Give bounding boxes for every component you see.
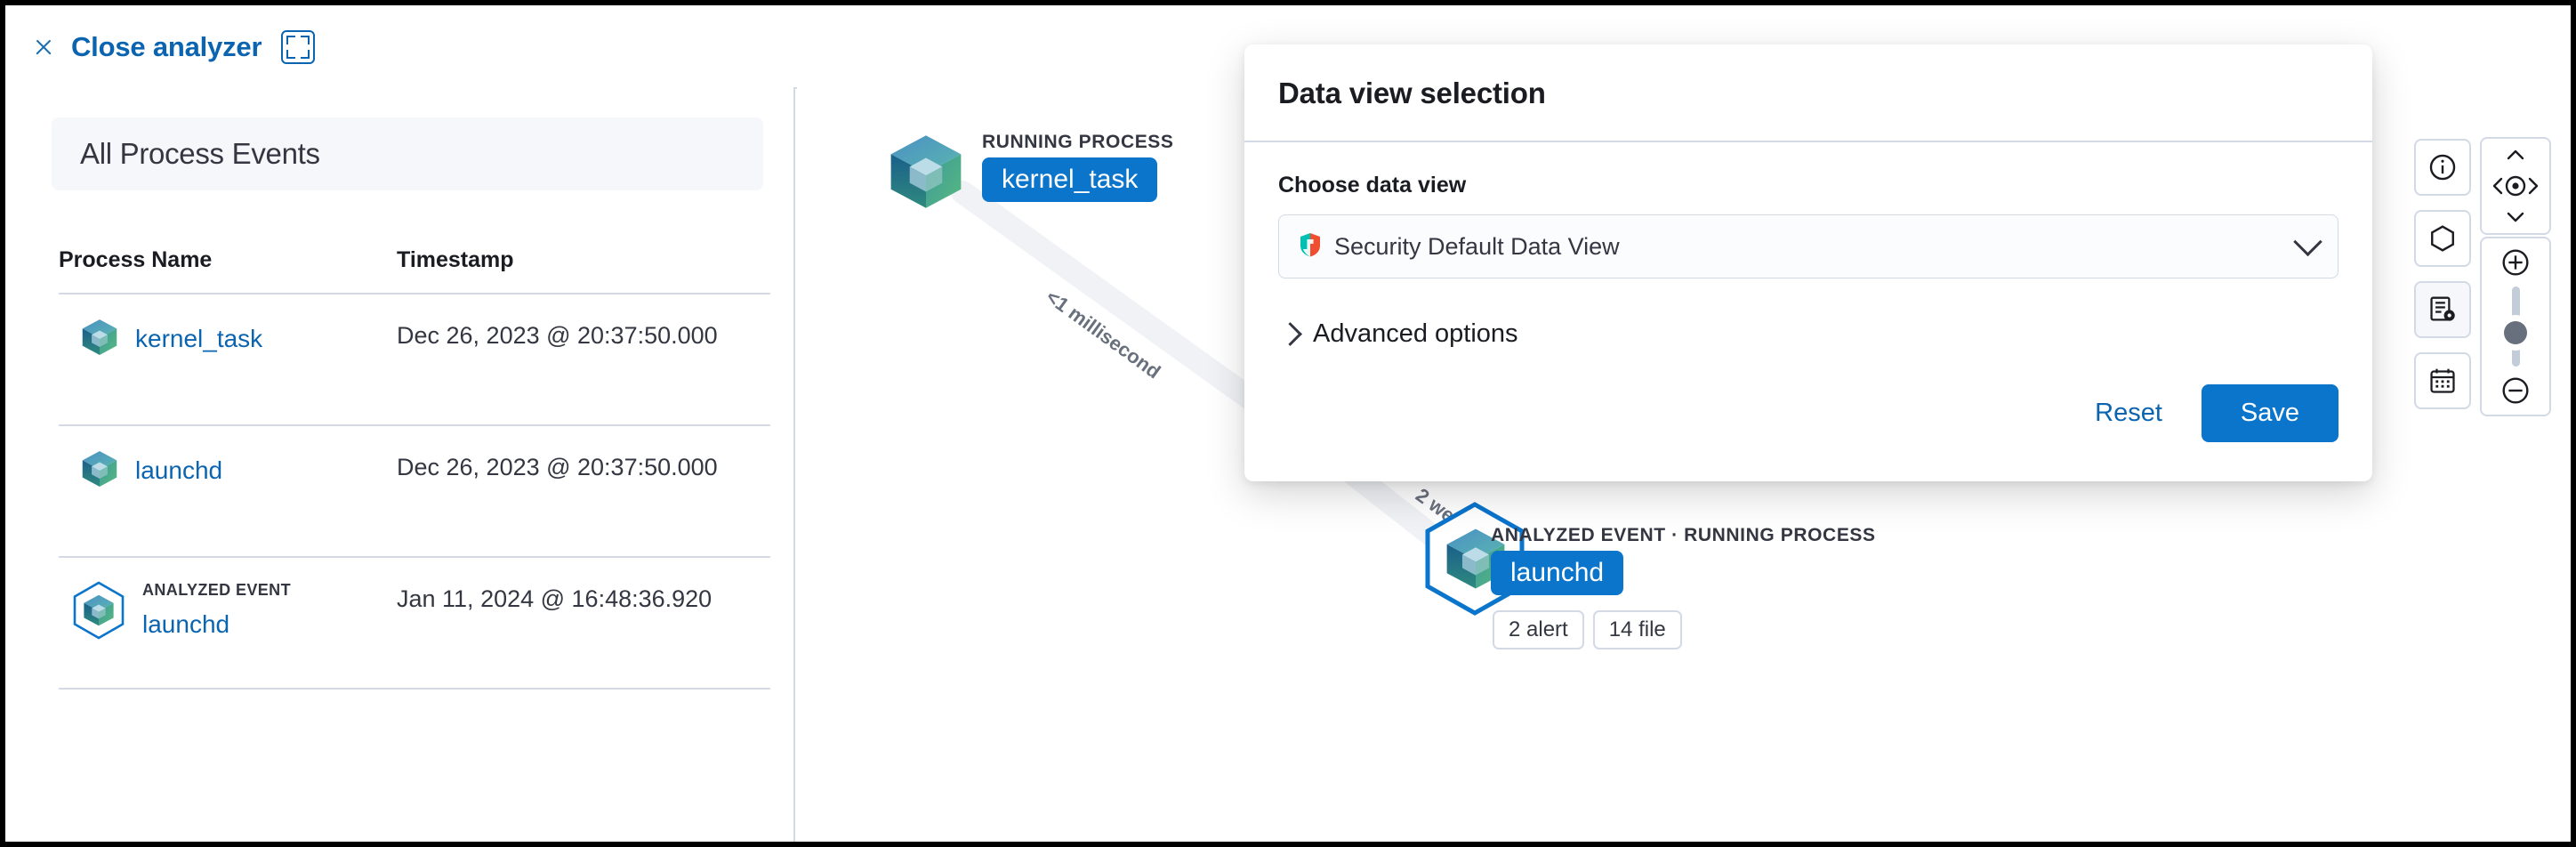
data-view-select-value: Security Default Data View — [1334, 232, 1620, 260]
modal-body: Choose data view Security Default Data V… — [1244, 142, 2372, 349]
cell-process-name: ANALYZED EVENT launchd — [59, 581, 397, 640]
hexagon-icon[interactable] — [2414, 210, 2471, 267]
schema-settings-icon[interactable] — [2414, 281, 2471, 338]
info-icon[interactable] — [2414, 139, 2471, 196]
graph-node-cube-icon[interactable] — [886, 132, 966, 216]
process-name-link[interactable]: kernel_task — [135, 325, 263, 352]
graph-node-pill[interactable]: launchd — [1491, 551, 1624, 595]
reset-button[interactable]: Reset — [2079, 390, 2178, 437]
table-row[interactable]: kernel_task Dec 26, 2023 @ 20:37:50.000 — [59, 294, 770, 426]
close-icon[interactable] — [32, 36, 55, 59]
modal-header: Data view selection — [1244, 44, 2372, 142]
cell-timestamp: Jan 11, 2024 @ 16:48:36.920 — [397, 585, 712, 612]
advanced-options-label: Advanced options — [1313, 319, 1518, 348]
graph-tool-buttons — [2414, 139, 2471, 409]
cell-timestamp: Dec 26, 2023 @ 20:37:50.000 — [397, 322, 718, 349]
data-view-selection-modal: Data view selection Choose data view Sec… — [1244, 44, 2372, 481]
zoom-out-icon[interactable] — [2500, 375, 2531, 406]
calendar-icon[interactable] — [2414, 352, 2471, 409]
data-view-select[interactable]: Security Default Data View — [1278, 214, 2339, 278]
close-analyzer-button[interactable]: Close analyzer — [71, 31, 262, 62]
chevron-right-icon — [2528, 177, 2539, 195]
chevron-left-icon — [2492, 177, 2503, 195]
graph-node-label-group: RUNNING PROCESS kernel_task — [982, 132, 1174, 202]
cell-process-name: kernel_task — [59, 318, 397, 357]
graph-node-pill[interactable]: kernel_task — [982, 157, 1158, 202]
process-name-link[interactable]: launchd — [142, 610, 230, 638]
chevron-up-icon — [2507, 149, 2524, 160]
pan-controls[interactable] — [2480, 137, 2551, 235]
modal-footer: Reset Save — [1244, 349, 2372, 481]
process-events-table: Process Name Timestamp — [59, 247, 770, 690]
column-header-timestamp: Timestamp — [397, 247, 514, 272]
app-window: Close analyzer All Process Events Proces… — [5, 5, 2571, 842]
badge-file-count[interactable]: 14 file — [1592, 610, 1682, 649]
modal-title: Data view selection — [1278, 77, 1546, 109]
table-row[interactable]: ANALYZED EVENT launchd Jan 11, 2024 @ 16… — [59, 558, 770, 690]
graph-node-kind: RUNNING PROCESS — [982, 132, 1174, 152]
save-button[interactable]: Save — [2201, 384, 2339, 442]
badge-alert-count[interactable]: 2 alert — [1493, 610, 1584, 649]
fullscreen-icon[interactable] — [281, 30, 316, 64]
security-shield-icon — [1299, 232, 1322, 262]
process-cube-icon — [80, 318, 119, 357]
chevron-right-icon — [1278, 322, 1302, 346]
graph-node-badge-row: 2 alert 14 file — [1493, 610, 1682, 649]
zoom-in-icon[interactable] — [2500, 247, 2531, 278]
graph-node-kind: ANALYZED EVENT · RUNNING PROCESS — [1491, 525, 1876, 545]
chevron-down-icon — [2507, 212, 2524, 222]
analyzed-event-hexagon-icon — [71, 581, 126, 640]
cell-process-name: launchd — [59, 449, 397, 488]
table-header: Process Name Timestamp — [59, 247, 770, 294]
choose-data-view-label: Choose data view — [1278, 173, 1467, 198]
cell-timestamp: Dec 26, 2023 @ 20:37:50.000 — [397, 454, 718, 480]
column-header-process-name: Process Name — [59, 247, 213, 272]
process-cube-icon — [80, 449, 119, 488]
zoom-slider[interactable] — [2504, 286, 2527, 367]
analyzed-event-tag: ANALYZED EVENT — [142, 581, 291, 599]
page-title: All Process Events — [80, 137, 320, 170]
graph-node-label-group: ANALYZED EVENT · RUNNING PROCESS launchd — [1491, 525, 1876, 595]
process-name-link[interactable]: launchd — [135, 456, 223, 484]
zoom-controls[interactable] — [2480, 237, 2551, 416]
table-row[interactable]: launchd Dec 26, 2023 @ 20:37:50.000 — [59, 426, 770, 558]
panel-title-box: All Process Events — [52, 117, 763, 190]
process-events-panel: All Process Events Process Name Timestam… — [5, 87, 795, 842]
chevron-down-icon[interactable] — [2293, 227, 2322, 256]
advanced-options-toggle[interactable]: Advanced options — [1278, 319, 2339, 349]
zoom-slider-thumb[interactable] — [2504, 321, 2527, 345]
